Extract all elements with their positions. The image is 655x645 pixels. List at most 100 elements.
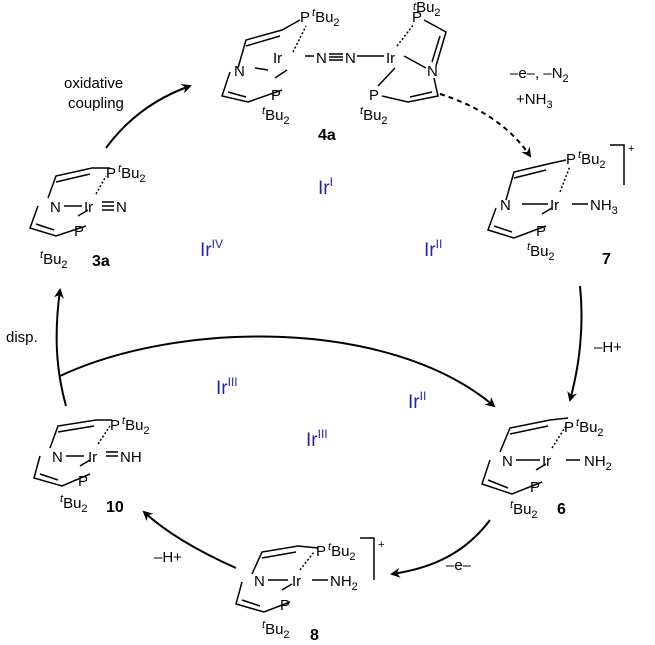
svg-text:NH2: NH2 [584, 453, 612, 473]
atom-n: N [50, 199, 61, 216]
nh2-sub: 2 [352, 581, 358, 593]
svg-text:tBu2: tBu2 [262, 619, 290, 641]
atom-n: N [116, 199, 127, 216]
tbu-bu: Bu [416, 0, 434, 16]
tbu-bu: Bu [579, 419, 597, 436]
atom-n: N [316, 50, 327, 67]
tbu-bu: Bu [530, 243, 548, 260]
arrow-3a-to-4a [105, 83, 192, 149]
ox-base: Ir [424, 240, 436, 261]
ox-base: Ir [216, 378, 228, 399]
ox-sup: I [330, 175, 333, 189]
tbu-sub: 2 [283, 629, 289, 641]
atom-p: P [271, 87, 281, 104]
atom-p: P [316, 543, 326, 560]
tbu-sub: 2 [81, 503, 87, 515]
tbu-bu: Bu [363, 107, 381, 124]
atom-n: N [234, 63, 245, 80]
compound-6: N Ir P tBu2 NH2 P tBu2 6 [481, 417, 612, 521]
atom-p: P [369, 87, 379, 104]
tbu-t: t [328, 541, 332, 553]
arrow-7-to-6 [567, 285, 583, 402]
atom-p: P [530, 479, 540, 496]
compound-10: N Ir P tBu2 NH P tBu2 10 [33, 415, 150, 516]
step-to10: –H+ [154, 549, 182, 566]
nh2-label: NH [584, 453, 606, 470]
nh2-label: NH [330, 573, 352, 590]
svg-text:tBu2: tBu2 [510, 499, 538, 521]
ox-base: Ir [408, 392, 420, 413]
svg-text:tBu2: tBu2 [40, 249, 68, 271]
arrow-10-to-3a [53, 288, 67, 407]
ox-base: Ir [306, 430, 318, 451]
tbu-sub: 2 [531, 509, 537, 521]
svg-text:tBu2: tBu2 [360, 105, 388, 127]
nh2-sub: 2 [606, 461, 612, 473]
atom-ir: Ir [550, 197, 559, 214]
svg-text:tBu2: tBu2 [122, 415, 150, 437]
tbu-bu: Bu [581, 151, 599, 168]
tbu-sub: 2 [381, 115, 387, 127]
atom-n: N [500, 197, 511, 214]
atom-ir: Ir [292, 573, 301, 590]
atom-p: P [78, 473, 88, 490]
svg-text:tBu2: tBu2 [413, 0, 441, 19]
step-to7-line2: +NH3 [516, 91, 553, 111]
svg-text:tBu2: tBu2 [527, 241, 555, 263]
svg-text:NH2: NH2 [330, 573, 358, 593]
atom-ir: Ir [273, 50, 282, 67]
tbu-t: t [40, 249, 44, 261]
tbu-t: t [360, 105, 364, 117]
atom-p: P [536, 223, 546, 240]
charge-plus: + [378, 539, 384, 551]
tbu-sub: 2 [283, 115, 289, 127]
tbu-sub: 2 [333, 17, 339, 29]
atom-n: N [427, 63, 438, 80]
step-to7-nh3: +NH [516, 91, 546, 108]
tbu-bu: Bu [265, 107, 283, 124]
tbu-t: t [118, 163, 122, 175]
step-to7-line1: –e–, –N2 [510, 65, 569, 85]
svg-text:tBu2: tBu2 [118, 163, 146, 185]
svg-text:tBu2: tBu2 [328, 541, 356, 563]
tbu-bu: Bu [63, 495, 81, 512]
nh-label: NH [120, 449, 142, 466]
tbu-sub: 2 [349, 551, 355, 563]
tbu-bu: Bu [331, 543, 349, 560]
ox-sup: II [436, 237, 443, 251]
svg-text:tBu2: tBu2 [60, 493, 88, 515]
tbu-t: t [578, 149, 582, 161]
svg-text:tBu2: tBu2 [262, 105, 290, 127]
svg-text:tBu2: tBu2 [312, 7, 340, 29]
tbu-bu: Bu [513, 501, 531, 518]
nh3-sub: 3 [612, 205, 618, 217]
atom-ir: Ir [542, 453, 551, 470]
compound-8: N Ir P tBu2 NH2 P tBu2 + 8 [235, 537, 384, 644]
nh3-label: NH [590, 197, 612, 214]
compound-3a: N Ir P tBu2 N P tBu2 3a [29, 163, 146, 271]
step-to7-nh3-sub: 3 [546, 99, 552, 111]
atom-ir: Ir [386, 50, 395, 67]
compound-label-10: 10 [106, 499, 124, 516]
arrow-disproportionation [59, 335, 496, 408]
svg-text:NH: NH [120, 449, 142, 466]
tbu-t: t [527, 241, 531, 253]
arrow-6-to-8 [390, 519, 491, 578]
step-to7-text: –e–, –N [510, 65, 563, 82]
tbu-sub: 2 [143, 425, 149, 437]
tbu-bu: Bu [315, 9, 333, 26]
tbu-t: t [510, 499, 514, 511]
compound-label-3a: 3a [92, 253, 110, 270]
ox-sup: IV [212, 237, 223, 251]
tbu-sub: 2 [597, 427, 603, 439]
ox-state-left: IrIV [200, 237, 223, 261]
tbu-sub: 2 [548, 251, 554, 263]
tbu-t: t [122, 415, 126, 427]
atom-n: N [52, 449, 63, 466]
atom-n: N [345, 50, 356, 67]
atom-p: P [106, 165, 116, 182]
atom-p: P [566, 151, 576, 168]
atom-ir: Ir [88, 449, 97, 466]
ox-base: Ir [200, 240, 212, 261]
